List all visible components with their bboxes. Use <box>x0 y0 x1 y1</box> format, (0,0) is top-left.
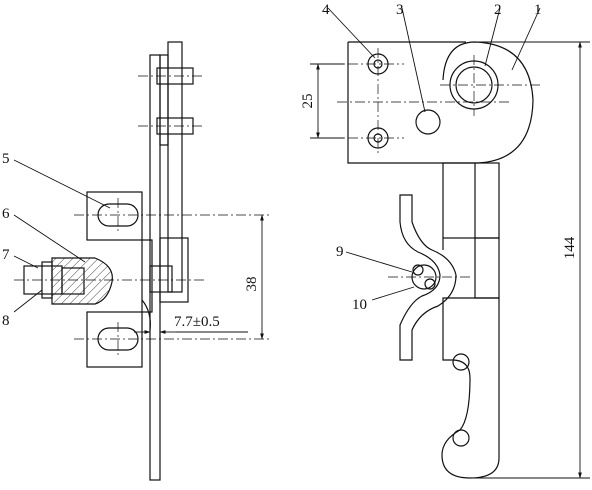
callout-8: 8 <box>2 313 10 329</box>
base-plate <box>347 41 466 164</box>
callout-5: 5 <box>2 151 10 167</box>
dim-25-label: 25 <box>300 94 316 109</box>
callout-7: 7 <box>2 247 10 263</box>
callout-9: 9 <box>336 244 344 260</box>
callout-1: 1 <box>534 2 542 18</box>
upper-block <box>86 191 143 241</box>
callout-6: 6 <box>2 206 10 222</box>
callout-10: 10 <box>352 297 367 313</box>
sectioned-nut <box>51 257 113 305</box>
top-bracket <box>167 41 183 293</box>
dim-144-label: 144 <box>562 236 578 259</box>
callout-2: 2 <box>494 2 502 18</box>
hole-3 <box>415 109 441 135</box>
side-view: 38 7.7±0.5 5 6 7 8 <box>2 41 272 481</box>
dim-7.7-label: 7.7±0.5 <box>174 314 220 330</box>
middle-plate <box>159 237 189 303</box>
callout-3: 3 <box>396 2 404 18</box>
lower-block <box>86 311 143 368</box>
lever-tip <box>441 297 500 479</box>
lever-arm <box>442 162 500 239</box>
callout-4: 4 <box>322 2 330 18</box>
front-view: 1 2 3 4 9 10 25 144 <box>300 2 590 479</box>
lever-head <box>442 41 534 164</box>
dim-38-label: 38 <box>244 277 260 292</box>
pivot-inner <box>455 66 493 104</box>
latch-hook <box>399 194 457 361</box>
